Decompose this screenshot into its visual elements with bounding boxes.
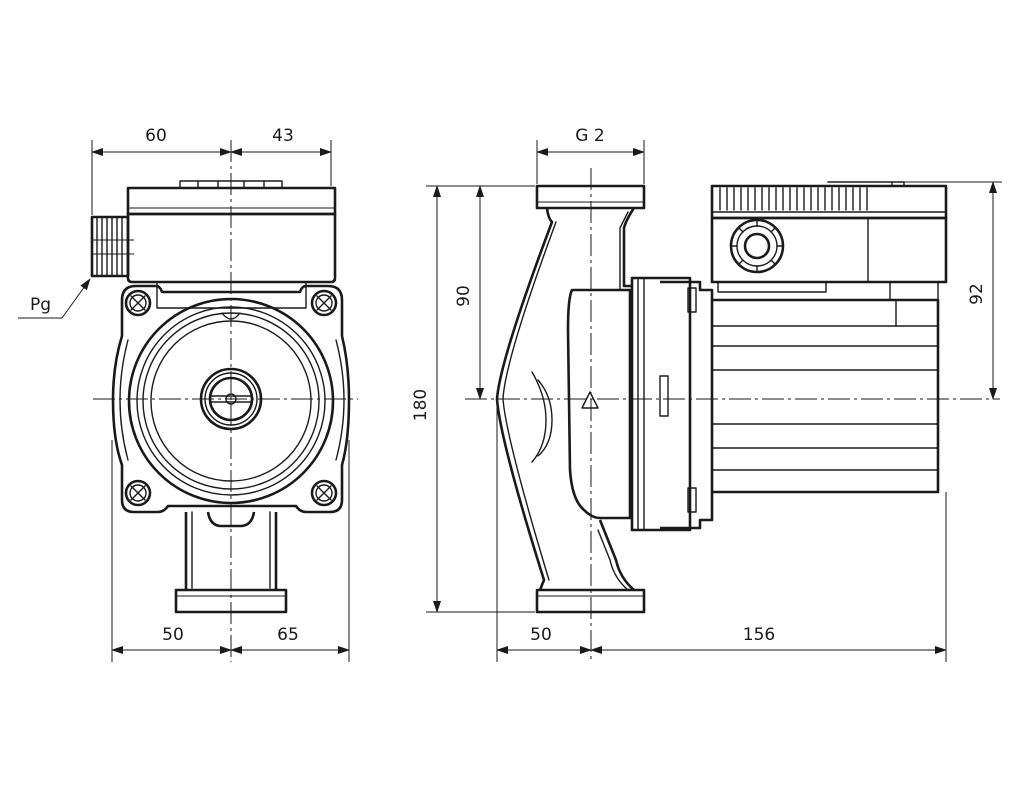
dim-side-bottom-right: 156: [743, 625, 775, 645]
dim-front-top-left: 60: [145, 126, 167, 146]
pump-body: [111, 284, 351, 514]
side-view: G 2 180 90 92 50 156: [411, 126, 1002, 662]
bolt-top-left: [124, 289, 152, 317]
side-motor-height-dimension: 92: [904, 181, 1002, 400]
cable-gland-leader: Pg: [18, 278, 91, 319]
side-top-flange: [535, 184, 646, 210]
front-view: 60 43 50 65 Pg: [18, 126, 358, 662]
front-outlet-flange: [174, 511, 288, 614]
dim-front-bottom-right: 65: [277, 625, 299, 645]
cable-gland-label: Pg: [30, 295, 51, 315]
motor-body: [711, 298, 940, 494]
front-top-dimensions: 60 43: [91, 126, 332, 215]
side-half-height-dimension: 90: [454, 185, 484, 400]
side-bottom-dimensions: 50 156: [496, 400, 947, 662]
speed-selector-knob-icon: [729, 218, 785, 274]
dim-motor-height: 92: [967, 283, 987, 305]
side-total-height-dimension: 180: [411, 185, 535, 613]
cable-gland: [90, 215, 134, 278]
dim-side-bottom-left: 50: [530, 625, 552, 645]
side-bottom-flange: [535, 588, 646, 614]
dim-total-height: 180: [411, 389, 431, 421]
bolt-top-right: [310, 289, 338, 317]
side-thread-dimension: G 2: [536, 126, 645, 184]
dim-port-thread: G 2: [575, 126, 604, 146]
terminal-box-fins: [719, 187, 868, 211]
dim-front-bottom-left: 50: [162, 625, 184, 645]
dim-half-height: 90: [454, 285, 474, 307]
pump-casing: [495, 207, 714, 591]
mounting-bolts: [124, 289, 338, 507]
bolt-bottom-right: [310, 479, 338, 507]
terminal-box: [126, 180, 337, 284]
front-bottom-dimensions: 50 65: [111, 440, 350, 662]
dim-front-top-right: 43: [272, 126, 294, 146]
bolt-bottom-left: [124, 479, 152, 507]
motor-terminal-box: [710, 181, 948, 301]
